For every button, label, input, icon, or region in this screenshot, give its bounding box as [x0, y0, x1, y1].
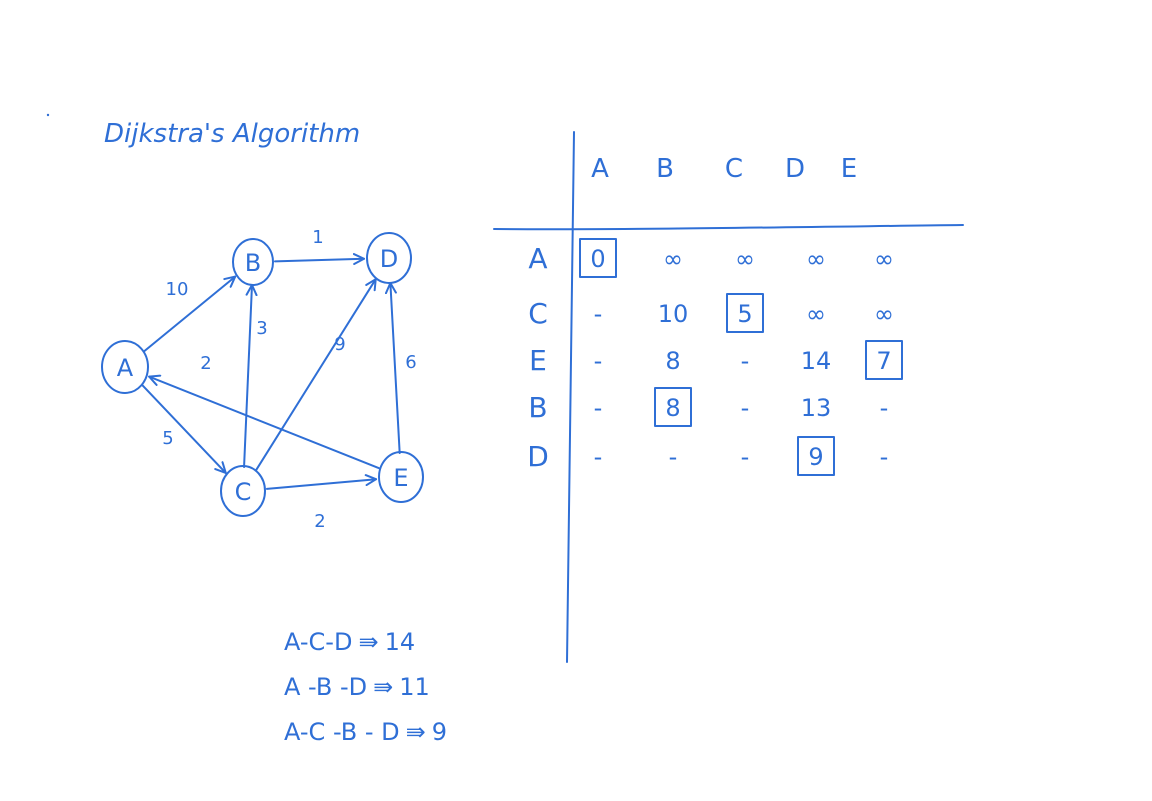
- table-cell-c-d: ∞: [806, 300, 826, 328]
- node-label-a: A: [117, 354, 134, 382]
- table-cell-a-b: ∞: [663, 245, 683, 273]
- table-cell-e-e: 7: [876, 347, 891, 375]
- path-cost: 14: [385, 628, 416, 656]
- selected-cell-box: [654, 387, 692, 427]
- table-cell-d-c: -: [741, 443, 750, 471]
- node-a: [101, 340, 149, 394]
- node-label-e: E: [393, 464, 408, 492]
- table-cell-d-a: -: [594, 443, 603, 471]
- path-summary-2: A -B -D⇛11: [284, 673, 430, 701]
- row-header-e: E: [529, 344, 547, 377]
- node-label-d: D: [380, 245, 398, 273]
- path-summary-1: A-C-D⇛14: [284, 628, 415, 656]
- edge-e-d: [384, 281, 401, 455]
- column-header-c: C: [725, 154, 743, 184]
- row-header-d: D: [527, 440, 549, 473]
- edge-c-d: [254, 278, 377, 472]
- edge-weight-c-d: 9: [334, 334, 345, 355]
- path-cost: 9: [432, 718, 447, 746]
- edge-weight-e-d: 6: [405, 352, 416, 373]
- table-cell-c-a: -: [594, 300, 603, 328]
- column-header-a: A: [591, 154, 609, 184]
- row-header-b: B: [528, 391, 547, 424]
- table-cell-b-c: -: [741, 394, 750, 422]
- column-header-e: E: [841, 154, 857, 184]
- graph-diagram: 10 1 3 9 2 5 2 6 A B C D E: [101, 227, 424, 532]
- table-cell-c-e: ∞: [874, 300, 894, 328]
- table-cell-e-a: -: [594, 347, 603, 375]
- column-header-b: B: [656, 154, 674, 184]
- table-cell-b-a: -: [594, 394, 603, 422]
- column-header-d: D: [785, 154, 805, 184]
- node-c: [220, 465, 266, 517]
- table-cell-e-d: 14: [801, 347, 832, 375]
- implies-arrow: ⇛: [406, 718, 426, 746]
- selected-cell-box: [865, 340, 903, 380]
- table-cell-e-b: 8: [665, 347, 680, 375]
- table-vertical-divider: [566, 131, 575, 663]
- edge-c-b: [243, 283, 258, 469]
- path-summary-3: A-C -B - D⇛9: [284, 718, 447, 746]
- edge-b-d: [273, 253, 366, 266]
- edge-a-b: [143, 275, 237, 353]
- path-route: A-C -B - D: [284, 718, 400, 746]
- stray-dot: [46, 113, 50, 117]
- edge-weight-c-b: 3: [256, 318, 267, 339]
- selected-cell-box: [579, 238, 617, 278]
- table-cell-e-c: -: [741, 347, 750, 375]
- path-route: A-C-D: [284, 628, 352, 656]
- edge-weight-b-d: 1: [312, 227, 323, 248]
- edge-e-a: [148, 374, 380, 470]
- table-cell-d-b: -: [669, 443, 678, 471]
- table-cell-b-b: 8: [665, 394, 680, 422]
- selected-cell-box: [797, 436, 835, 476]
- table-cell-d-d: 9: [808, 443, 823, 471]
- node-label-b: B: [245, 249, 261, 277]
- edge-c-e: [265, 474, 378, 490]
- table-cell-a-a: 0: [590, 245, 605, 273]
- edge-a-c: [141, 384, 227, 474]
- table-horizontal-divider: [493, 224, 964, 231]
- node-d: [366, 232, 412, 284]
- edge-weight-e-a: 2: [200, 353, 211, 374]
- table-cell-d-e: -: [880, 443, 889, 471]
- implies-arrow: ⇛: [373, 673, 393, 701]
- edge-weight-c-e: 2: [314, 511, 325, 532]
- node-e: [378, 451, 424, 503]
- edge-weight-a-b: 10: [166, 279, 189, 300]
- table-cell-b-d: 13: [801, 394, 832, 422]
- table-cell-a-e: ∞: [874, 245, 894, 273]
- table-cell-a-d: ∞: [806, 245, 826, 273]
- node-label-c: C: [235, 478, 252, 506]
- page-title: Dijkstra's Algorithm: [104, 119, 360, 149]
- edge-weight-a-c: 5: [162, 428, 173, 449]
- path-summary-list: A-C-D⇛14A -B -D⇛11A-C -B - D⇛9: [284, 628, 447, 746]
- path-cost: 11: [399, 673, 430, 701]
- row-header-c: C: [528, 297, 548, 330]
- selected-cell-box: [726, 293, 764, 333]
- implies-arrow: ⇛: [358, 628, 378, 656]
- table-cell-a-c: ∞: [735, 245, 755, 273]
- table-cell-b-e: -: [880, 394, 889, 422]
- table-cell-c-b: 10: [658, 300, 689, 328]
- table-cell-c-c: 5: [737, 300, 752, 328]
- node-b: [232, 238, 274, 286]
- path-route: A -B -D: [284, 673, 367, 701]
- row-header-a: A: [528, 242, 547, 275]
